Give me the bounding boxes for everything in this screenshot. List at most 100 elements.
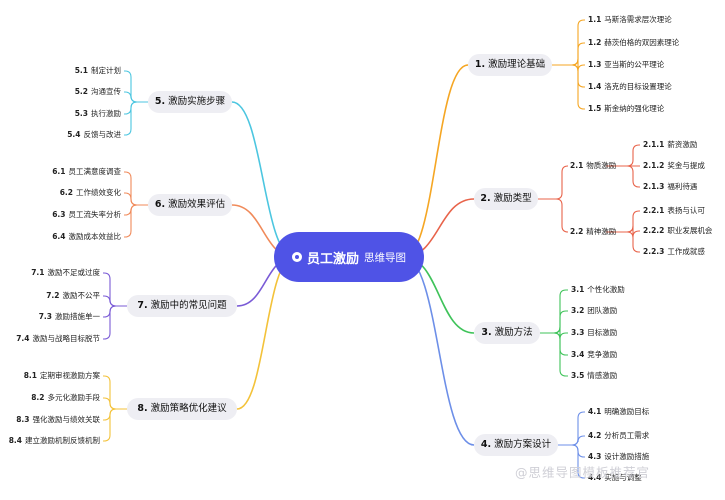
node-number: 3.3 — [571, 328, 585, 337]
item-connector — [538, 198, 569, 233]
node-text: 福利待遇 — [667, 182, 698, 191]
branch-number: 5. — [154, 96, 166, 107]
branch-topic-4[interactable]: 4.激励方案设计 — [474, 434, 558, 456]
leaf-connector — [606, 165, 640, 188]
branch-number: 6. — [154, 199, 166, 210]
item-connector — [540, 326, 568, 340]
node-text: 亚当斯的公平理论 — [604, 60, 665, 69]
item-connector — [552, 64, 585, 110]
central-subtitle: 思维导图 — [364, 251, 406, 264]
item-connector — [552, 42, 585, 66]
node-text: 奖金与提成 — [667, 161, 705, 170]
node-text: 员工流失率分析 — [68, 210, 122, 219]
node-text: 物质激励 — [586, 161, 617, 170]
node-number: 5.4 — [67, 130, 81, 139]
node-text: 明确激励目标 — [604, 407, 650, 416]
item-connector — [558, 411, 585, 446]
branch-connector — [403, 64, 469, 258]
node-number: 2.2.1 — [643, 206, 665, 215]
item-connector — [540, 332, 568, 377]
branch-number: 7. — [137, 300, 148, 311]
branch-label: 激励方法 — [494, 327, 533, 338]
node-number: 2.1 — [570, 161, 584, 170]
branch-topic-6[interactable]: 6.激励效果评估 — [148, 194, 232, 216]
leaf-connector — [606, 231, 640, 253]
node-text: 实施与调整 — [604, 473, 642, 482]
node-text: 斯金纳的强化理论 — [604, 104, 665, 113]
node-number: 1.2 — [588, 38, 602, 47]
item-connector — [552, 64, 585, 88]
node-text: 个性化激励 — [587, 285, 625, 294]
item-connector — [124, 70, 148, 103]
item-connector — [124, 91, 148, 103]
branch-topic-1[interactable]: 1.激励理论基础 — [468, 54, 552, 76]
node-text: 工作成就感 — [667, 247, 705, 256]
central-topic[interactable]: 员工激励 思维导图 — [274, 232, 424, 282]
node-text: 沟通宣传 — [91, 87, 121, 96]
node-text: 目标激励 — [587, 328, 618, 337]
node-number: 8.4 — [8, 436, 22, 445]
branch-topic-2[interactable]: 2.激励类型 — [474, 188, 538, 210]
node-number: 4.2 — [588, 431, 602, 440]
node-number: 4.4 — [588, 473, 602, 482]
item-connector — [124, 204, 148, 238]
branch-label: 激励类型 — [493, 193, 532, 204]
branch-connector — [403, 256, 475, 446]
branch-label: 激励效果评估 — [168, 199, 226, 210]
branch-topic-3[interactable]: 3.激励方法 — [474, 322, 540, 344]
branch-connector — [231, 101, 295, 258]
item-connector — [103, 295, 127, 307]
branch-topic-7[interactable]: 7.激励中的常见问题 — [127, 295, 237, 317]
branch-label: 激励策略优化建议 — [150, 403, 227, 414]
branch-topic-8[interactable]: 8.激励策略优化建议 — [127, 398, 237, 420]
item-connector — [103, 305, 127, 340]
watermark: @思维导图模板推荐官 — [515, 465, 651, 480]
node-number: 2.1.3 — [643, 182, 665, 191]
node-number: 4.3 — [588, 452, 602, 461]
node-text: 竞争激励 — [587, 350, 618, 359]
item-connector — [552, 19, 585, 66]
branch-topic-5[interactable]: 5.激励实施步骤 — [148, 91, 232, 113]
node-text: 员工满意度调查 — [68, 167, 122, 176]
node-text: 精神激励 — [586, 227, 617, 236]
node-text: 激励成本效益比 — [68, 232, 122, 241]
